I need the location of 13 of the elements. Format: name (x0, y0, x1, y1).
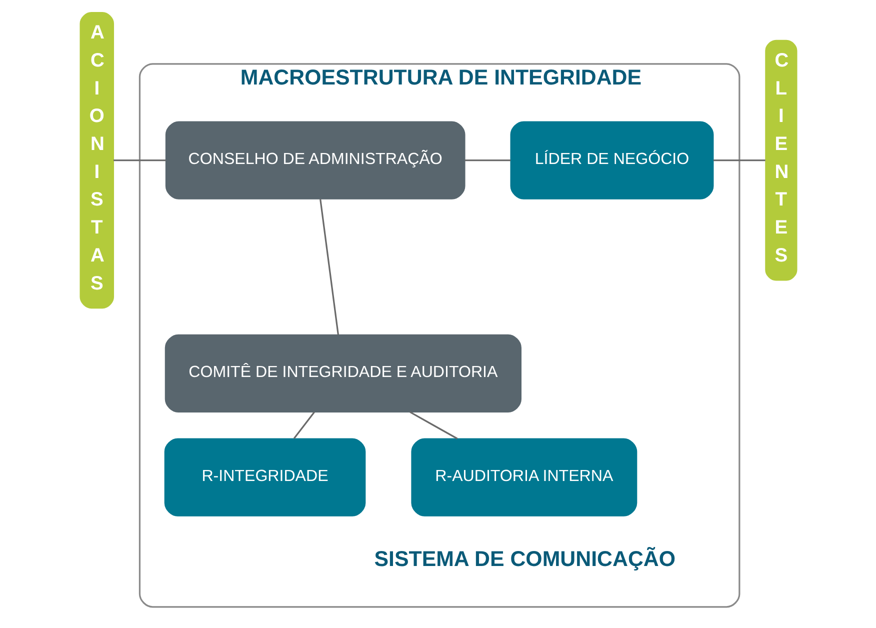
connector (464, 160, 510, 162)
connector (409, 411, 458, 440)
connector (712, 160, 765, 162)
node-box: R-INTEGRIDADE (164, 438, 366, 516)
node-box: CLIENTES (764, 40, 797, 281)
node-box: LÍDER DE NEGÓCIO (510, 121, 714, 200)
connector (113, 160, 166, 162)
node-box: ACIONISTAS (79, 12, 114, 309)
connector (319, 199, 338, 335)
node-box: R-AUDITORIA INTERNA (410, 438, 637, 516)
connector (292, 412, 314, 439)
node-box: CONSELHO DE ADMINISTRAÇÃO (164, 121, 465, 200)
node-box: COMITÊ DE INTEGRIDADE E AUDITORIA (164, 334, 521, 413)
